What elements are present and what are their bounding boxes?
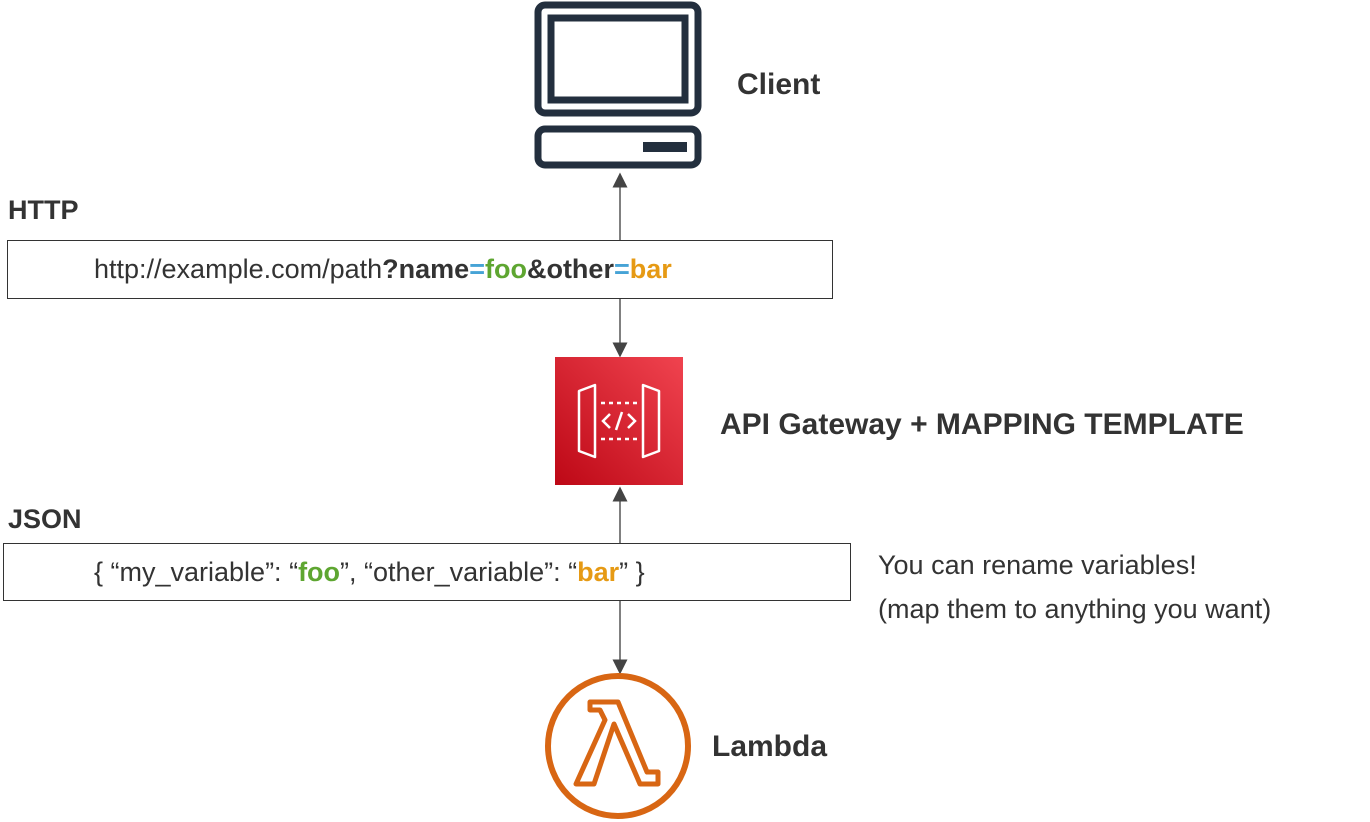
json-value-foo: foo — [298, 556, 341, 587]
api-gateway-icon — [555, 357, 683, 485]
http-equals-2: = — [613, 254, 630, 284]
http-heading: HTTP — [8, 195, 79, 225]
http-url-box: http://example.com/path?name=foo&other=b… — [7, 240, 833, 299]
client-label: Client — [737, 68, 821, 101]
lambda-icon — [545, 673, 691, 819]
http-equals-1: = — [469, 254, 485, 284]
json-body-box: { “my_variable”: “foo”, “other_variable”… — [3, 543, 851, 601]
json-part-3: ” } — [619, 556, 645, 587]
json-part-2: ”, “other_variable”: “ — [340, 556, 578, 587]
http-param-other: &other — [526, 254, 614, 284]
http-value-foo: foo — [484, 254, 527, 284]
lambda-label: Lambda — [712, 730, 828, 763]
http-value-bar: bar — [629, 254, 672, 284]
http-url-base: http://example.com/path — [94, 254, 383, 284]
json-part-1: { “my_variable”: “ — [94, 556, 299, 587]
gateway-label: API Gateway + MAPPING TEMPLATE — [720, 408, 1244, 441]
http-param-name: ?name — [382, 254, 470, 284]
json-heading: JSON — [8, 504, 82, 534]
computer-monitor-icon — [534, 1, 702, 169]
rename-note-line-1: You can rename variables! — [878, 550, 1197, 580]
json-value-bar: bar — [577, 556, 620, 587]
rename-note: You can rename variables! (map them to a… — [878, 543, 1271, 631]
rename-note-line-2: (map them to anything you want) — [878, 594, 1272, 624]
